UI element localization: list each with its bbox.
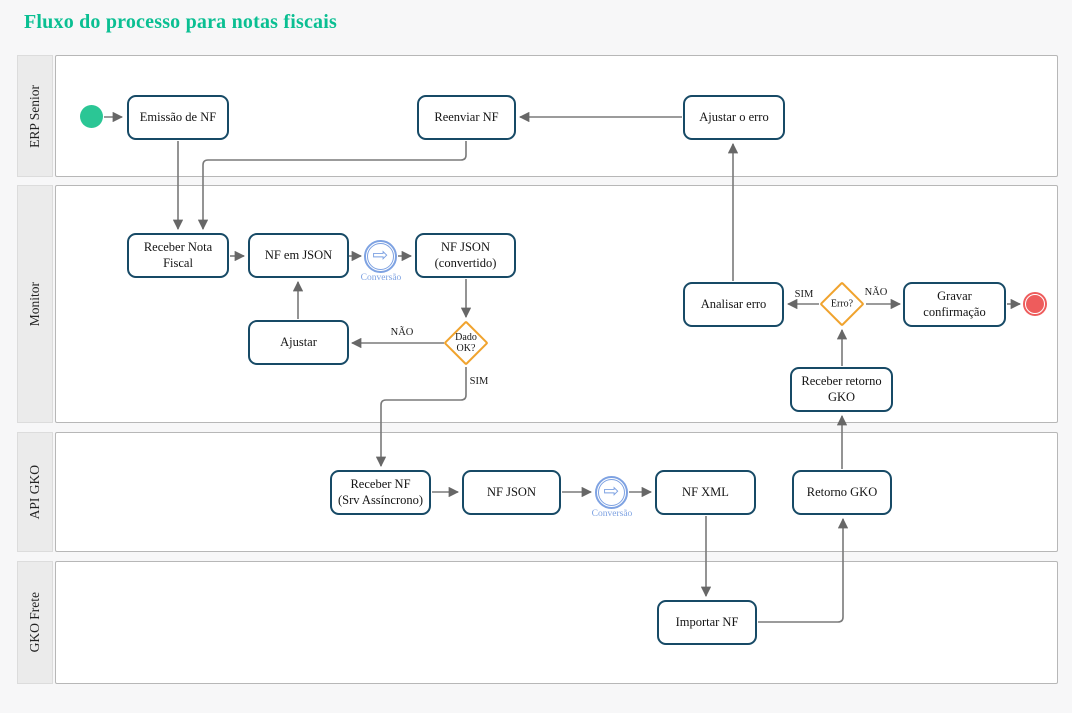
task-label: Emissão de NF [139,109,217,124]
edge-label-nao-dado: NÃO [390,327,414,338]
task-label: Retorno GKO [806,484,878,499]
task-nf-em-json: NF em JSON [248,233,349,278]
lane-band-monitor: Monitor [17,185,53,423]
gateway-dado-ok-label: Dado OK? [455,332,477,354]
task-label: Importar NF [675,614,739,629]
end-event-ring [1025,294,1045,314]
conversion-inner-ring [367,243,394,270]
lane-label-monitor: Monitor [27,281,42,327]
task-label: Receber NF (Srv Assíncrono) [337,476,424,507]
conversion-event-1: ⇨ [364,240,397,273]
task-nf-json: NF JSON [462,470,561,515]
task-label: NF XML [682,484,729,499]
task-analisar-erro: Analisar erro [683,282,784,327]
task-receber-retorno-gko: Receber retorno GKO [790,367,893,412]
task-retorno-gko: Retorno GKO [792,470,892,515]
task-label: Reenviar NF [434,109,499,124]
lane-band-erp-senior: ERP Senior [17,55,53,177]
task-receber-nf-srv-assincrono: Receber NF (Srv Assíncrono) [330,470,431,515]
lane-label-api-gko: API GKO [27,464,42,520]
edge-label-sim-erro: SIM [794,289,814,300]
task-ajustar-o-erro: Ajustar o erro [683,95,785,140]
end-event-circle [1023,292,1047,316]
lane-band-api-gko: API GKO [17,432,53,552]
task-label: Ajustar o erro [699,109,769,124]
lane-label-gko-frete: GKO Frete [27,592,42,653]
task-importar-nf: Importar NF [657,600,757,645]
conversion-label-2: Conversão [591,509,633,519]
task-gravar-confirmacao: Gravar confirmação [903,282,1006,327]
task-receber-nota-fiscal: Receber Nota Fiscal [127,233,229,278]
lane-label-erp-senior: ERP Senior [27,84,42,148]
conversion-label-1: Conversão [360,273,402,283]
gateway-erro-label: Erro? [830,298,854,310]
task-label: NF JSON (convertido) [434,239,497,270]
page-title: Fluxo do processo para notas fiscais [24,11,337,33]
conversion-event-2: ⇨ [595,476,628,509]
task-label: Receber retorno GKO [801,373,882,404]
lane-band-gko-frete: GKO Frete [17,561,53,684]
task-label: Ajustar [280,334,317,349]
conversion-inner-ring [598,479,625,506]
lane-area-gko-frete [55,561,1058,684]
task-label: NF em JSON [264,247,333,262]
task-label: Gravar confirmação [923,288,986,319]
task-label: Receber Nota Fiscal [143,239,213,270]
start-event-circle [80,105,103,128]
task-label: Analisar erro [700,296,767,311]
task-reenviar-nf: Reenviar NF [417,95,516,140]
task-nf-xml: NF XML [655,470,756,515]
task-emissao-de-nf: Emissão de NF [127,95,229,140]
task-nf-json-convertido: NF JSON (convertido) [415,233,516,278]
edge-label-nao-erro: NÃO [864,287,888,298]
task-label: NF JSON [487,484,536,499]
task-ajustar: Ajustar [248,320,349,365]
edge-label-sim-dado: SIM [469,376,489,387]
